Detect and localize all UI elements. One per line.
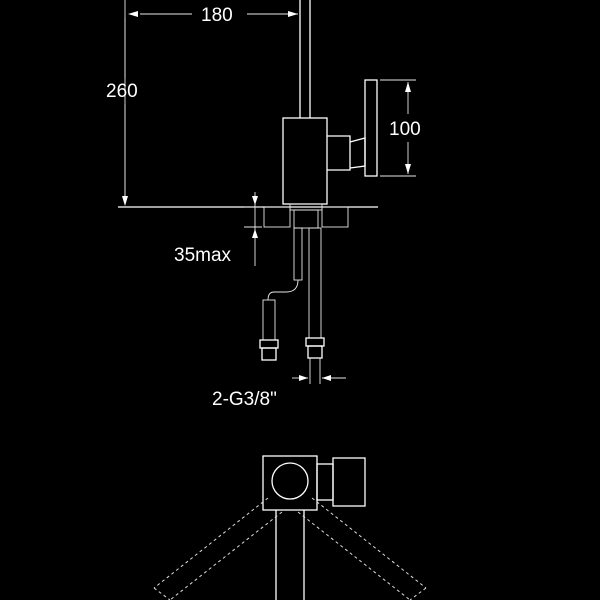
overall-height-dimension: 260 [106, 18, 138, 206]
handle-height-dimension: 100 [380, 79, 421, 177]
plan-body-square [262, 455, 318, 511]
handle-height-label: 100 [389, 119, 421, 140]
plan-spout-swing [153, 497, 427, 600]
deck-thickness-dimension: 35max [174, 192, 262, 266]
faucet-body [282, 117, 328, 205]
supply-hoses [259, 227, 325, 361]
top-plan-view [153, 455, 427, 600]
connection-label: 2-G3/8" [212, 389, 277, 410]
side-elevation-view: 180 260 100 [106, 0, 421, 410]
spout-reach-dimension: 180 [124, 0, 301, 200]
lever-handle [327, 79, 378, 177]
overall-height-label: 260 [106, 81, 138, 102]
connection-dimension: 2-G3/8" [212, 358, 346, 410]
plan-spout-circle [271, 462, 309, 500]
spout-reach-label: 180 [201, 5, 233, 26]
plan-handle [316, 457, 366, 507]
spout-pipe [299, 0, 311, 118]
deck-thickness-label: 35max [174, 245, 232, 266]
deck-section [263, 203, 349, 229]
